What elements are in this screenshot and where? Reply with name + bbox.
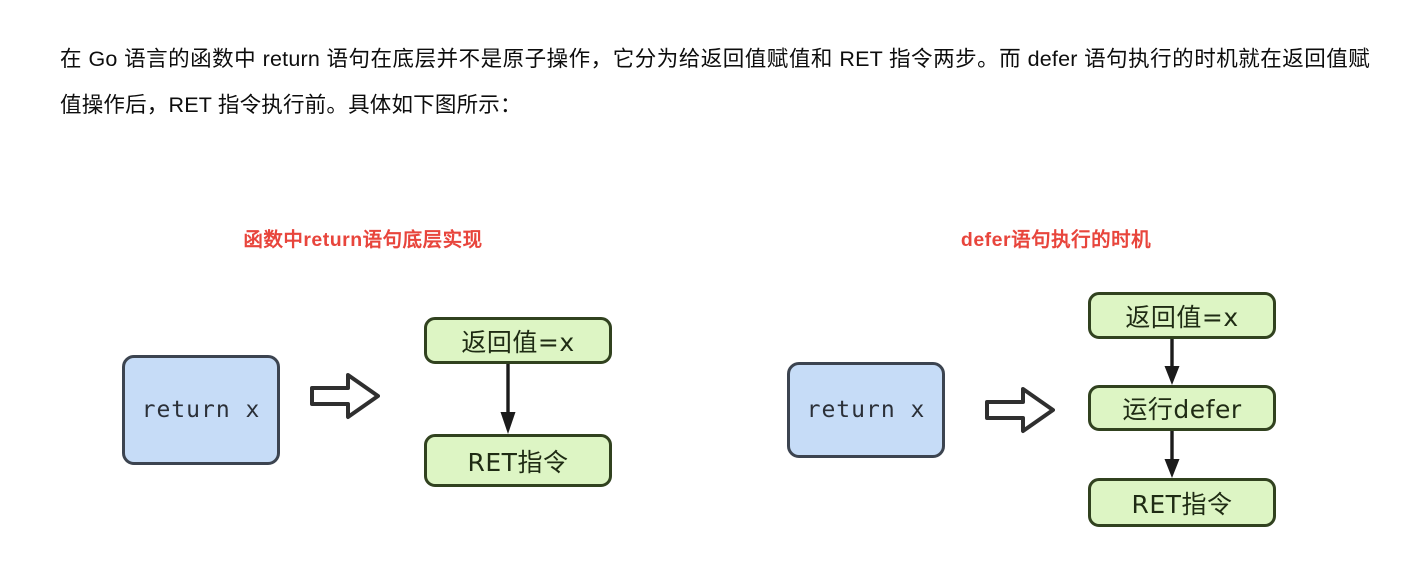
flow-arrow-down-left-1 — [497, 364, 519, 434]
hollow-right-arrow-icon — [310, 371, 380, 421]
source-box-return-right: return x — [787, 362, 945, 458]
step-box-assign-return-value-left: 返回值=x — [424, 317, 612, 364]
figure-container: 函数中return语句底层实现 return x 返回值=x RET指令 def… — [0, 175, 1413, 575]
source-box-return-left: return x — [122, 355, 280, 465]
flow-arrow-down-right-1 — [1161, 339, 1183, 385]
step-box-run-defer-right: 运行defer — [1088, 385, 1276, 431]
panel-title-defer-timing: defer语句执行的时机 — [960, 229, 1152, 251]
body-paragraph: 在 Go 语言的函数中 return 语句在底层并不是原子操作，它分为给返回值赋… — [60, 46, 1370, 117]
panel-defer-timing: defer语句执行的时机 return x 返回值=x 运行defer RET指… — [730, 175, 1370, 575]
step-box-ret-instruction-right: RET指令 — [1088, 478, 1276, 527]
flow-arrow-down-right-2 — [1161, 431, 1183, 478]
step-box-ret-instruction-left: RET指令 — [424, 434, 612, 487]
panel-title-return-lowering: 函数中return语句底层实现 — [243, 229, 483, 251]
panel-return-lowering: 函数中return语句底层实现 return x 返回值=x RET指令 — [60, 175, 680, 575]
hollow-right-arrow-icon — [985, 385, 1055, 435]
step-box-assign-return-value-right: 返回值=x — [1088, 292, 1276, 339]
